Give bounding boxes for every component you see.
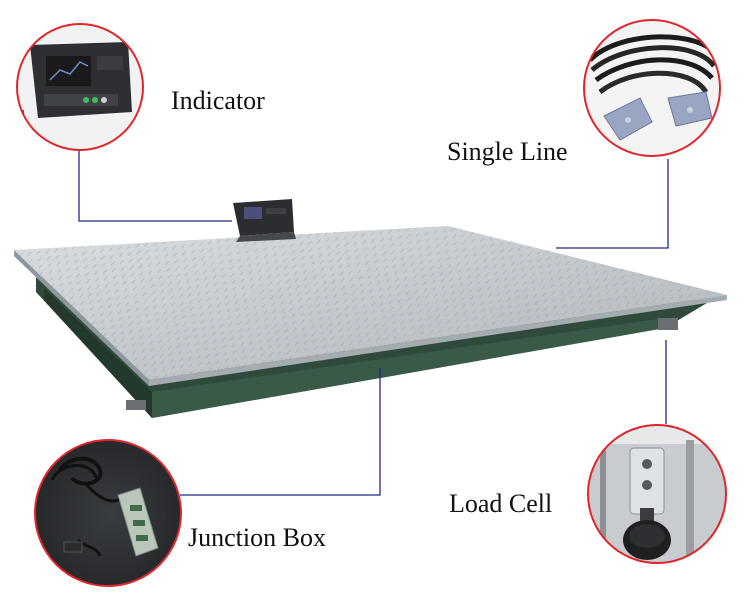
label-indicator: Indicator xyxy=(171,86,265,115)
indicator-on-platform xyxy=(233,199,296,242)
load-cell-icon xyxy=(623,447,671,560)
leader-lines xyxy=(78,150,669,496)
scale-foot xyxy=(658,318,678,330)
junction-box-icon xyxy=(50,456,159,557)
scale-platform xyxy=(14,226,727,418)
callout-circle xyxy=(587,424,727,564)
callout-single-line xyxy=(583,19,721,157)
label-junction-box: Junction Box xyxy=(188,523,326,552)
callout-load-cell xyxy=(587,424,727,564)
callout-circle xyxy=(34,439,182,587)
scale-foot xyxy=(126,400,146,410)
callout-circle xyxy=(583,19,721,157)
leader-line-junction-box xyxy=(180,368,381,496)
callout-circle xyxy=(16,23,144,151)
leader-line-indicator xyxy=(78,150,232,222)
callout-indicator xyxy=(16,23,144,151)
callout-junction-box xyxy=(34,439,182,587)
label-single-line: Single Line xyxy=(447,137,568,166)
label-load-cell: Load Cell xyxy=(449,489,553,518)
leader-line-single-line xyxy=(556,159,669,249)
